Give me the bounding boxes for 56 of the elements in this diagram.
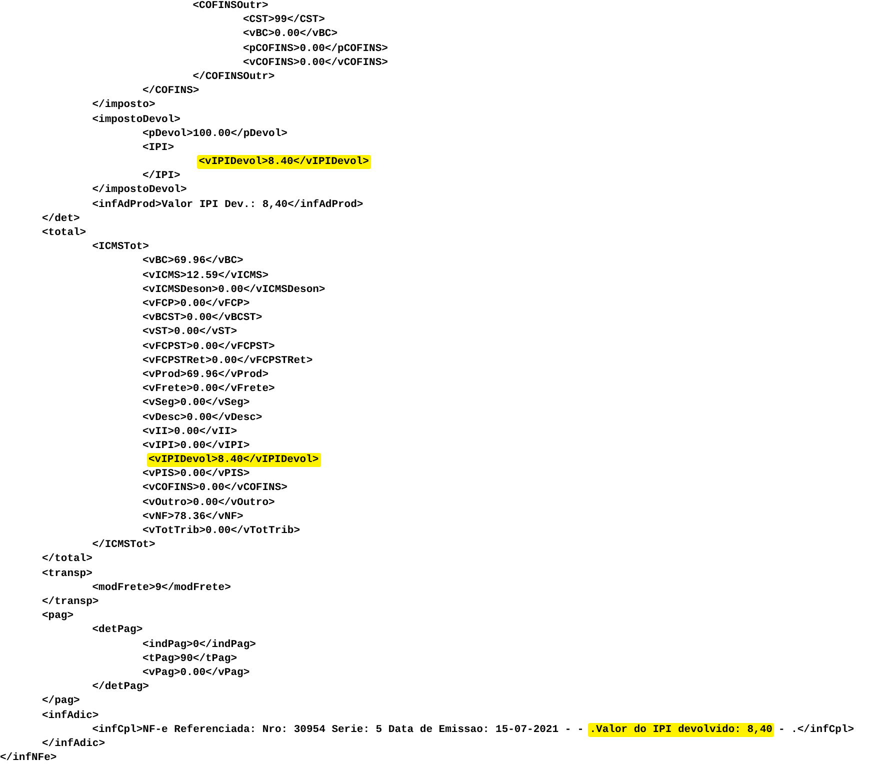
code-line: <CST>99</CST> bbox=[243, 13, 325, 28]
code-line: <tPag>90</tPag> bbox=[142, 652, 238, 666]
code-line: <transp> bbox=[42, 566, 92, 581]
code-line: <vICMS>12.59</vICMS> bbox=[142, 268, 269, 283]
code-line: <vCOFINS>0.00</vCOFINS> bbox=[243, 56, 388, 70]
code-line: </impostoDevol> bbox=[92, 183, 187, 198]
code-line: - .</infCpl> bbox=[778, 722, 854, 737]
code-line: </pag> bbox=[42, 694, 80, 708]
code-line: <vPIS>0.00</vPIS> bbox=[142, 467, 250, 482]
code-line: <vBCST>0.00</vBCST> bbox=[142, 311, 262, 326]
code-line: <pDevol>100.00</pDevol> bbox=[142, 126, 288, 141]
code-line: <vDesc>0.00</vDesc> bbox=[142, 410, 262, 424]
code-line: </infAdic> bbox=[42, 736, 106, 751]
code-line: <detPag> bbox=[92, 623, 143, 638]
code-line: </total> bbox=[42, 552, 92, 566]
highlighted-code: <vIPIDevol>8.40</vIPIDevol> bbox=[146, 453, 321, 468]
code-line: </COFINS> bbox=[142, 84, 200, 98]
code-line: <COFINSOutr> bbox=[192, 0, 268, 13]
highlighted-code: <vIPIDevol>8.40</vIPIDevol> bbox=[196, 155, 371, 170]
code-line: <vFCP>0.00</vFCP> bbox=[142, 296, 250, 311]
code-line: <vFrete>0.00</vFrete> bbox=[142, 382, 275, 396]
code-line: <vSeg>0.00</vSeg> bbox=[142, 396, 250, 410]
code-line: <vII>0.00</vII> bbox=[142, 424, 238, 439]
code-line: <infCpl>NF-e Referenciada: Nro: 30954 Serie: 5 Data de Emissao: 15-07-2021 - - bbox=[92, 722, 584, 737]
code-line: </ICMSTot> bbox=[92, 538, 156, 552]
code-line: </imposto> bbox=[92, 98, 156, 112]
code-line: <infAdProd>Valor IPI Dev.: 8,40</infAdProd> bbox=[92, 198, 364, 212]
code-line: <pag> bbox=[42, 609, 74, 624]
code-line: <vFCPST>0.00</vFCPST> bbox=[142, 340, 275, 354]
code-line: <vOutro>0.00</vOutro> bbox=[142, 496, 275, 510]
highlighted-code: .Valor do IPI devolvido: 8,40 bbox=[588, 722, 774, 737]
code-line: </det> bbox=[42, 212, 80, 226]
code-line: <total> bbox=[42, 226, 86, 240]
code-line: <vTotTrib>0.00</vTotTrib> bbox=[142, 524, 300, 538]
code-line: <vICMSDeson>0.00</vICMSDeson> bbox=[142, 282, 326, 297]
code-line: <vPag>0.00</vPag> bbox=[142, 666, 250, 680]
code-line: <vBC>0.00</vBC> bbox=[243, 27, 338, 42]
code-line: <indPag>0</indPag> bbox=[142, 638, 256, 652]
code-line: <IPI> bbox=[142, 140, 174, 155]
code-line: </COFINSOutr> bbox=[192, 70, 275, 84]
code-line: <vCOFINS>0.00</vCOFINS> bbox=[142, 481, 288, 496]
code-line: <vNF>78.36</vNF> bbox=[142, 510, 244, 524]
code-line: <vBC>69.96</vBC> bbox=[142, 254, 244, 268]
code-line: </IPI> bbox=[142, 169, 180, 184]
code-line: <impostoDevol> bbox=[92, 112, 180, 127]
code-line: <vProd>69.96</vProd> bbox=[142, 368, 269, 382]
code-line: <pCOFINS>0.00</pCOFINS> bbox=[243, 42, 388, 56]
code-line: <modFrete>9</modFrete> bbox=[92, 580, 231, 595]
code-line: <infAdic> bbox=[42, 708, 99, 722]
code-line: </infNFe> bbox=[0, 751, 57, 766]
code-line: <vIPI>0.00</vIPI> bbox=[142, 438, 250, 453]
code-line: <vFCPSTRet>0.00</vFCPSTRet> bbox=[142, 354, 313, 368]
code-line: <vST>0.00</vST> bbox=[142, 325, 238, 340]
code-line: <ICMSTot> bbox=[92, 240, 149, 254]
code-line: </transp> bbox=[42, 594, 99, 609]
code-line: </detPag> bbox=[92, 680, 149, 694]
